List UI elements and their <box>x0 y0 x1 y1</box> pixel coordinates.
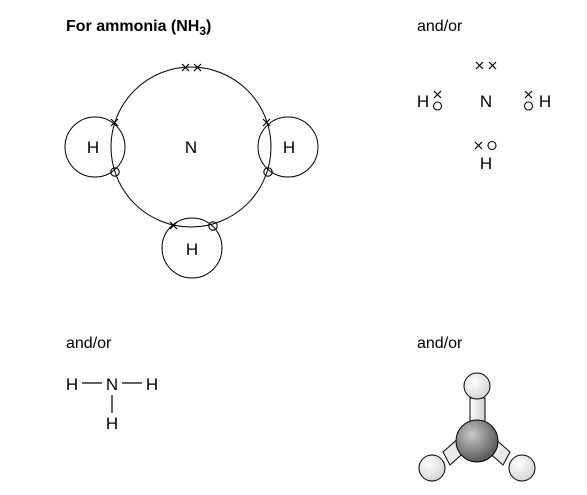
dc-lone-electron-2 <box>488 61 497 70</box>
hydrogen-shell-right <box>257 116 319 178</box>
structural-formula: H N H H <box>66 375 158 433</box>
and-or-label-top-right: and/or <box>417 18 463 35</box>
struct-nitrogen: N <box>106 375 118 394</box>
dc-h-electron-left <box>432 101 443 111</box>
struct-hydrogen-left: H <box>66 375 78 394</box>
hydrogen-ball-top <box>463 372 491 400</box>
bond-electron-left <box>110 118 119 127</box>
hydrogen-electron-right <box>263 167 273 177</box>
dc-h-electron-right <box>523 101 534 111</box>
hydrogen-electron-bottom <box>208 221 218 231</box>
shell-atom-hydrogen-right: H <box>283 138 295 157</box>
shell-atom-nitrogen: N <box>185 138 197 157</box>
dc-electron-bottom <box>474 141 483 150</box>
ball-and-stick-model <box>418 372 536 482</box>
dc-h-electron-bottom <box>487 140 497 151</box>
dot-cross-diagram: N H H H <box>417 61 551 173</box>
nitrogen-shell <box>110 66 272 228</box>
dc-electron-right <box>524 90 533 99</box>
hydrogen-shell-left <box>64 116 126 178</box>
lone-pair-electron-1 <box>181 63 190 72</box>
shell-hydrogen-electrons <box>110 167 273 231</box>
struct-hydrogen-right: H <box>146 375 158 394</box>
hydrogen-electron-left <box>110 167 120 177</box>
shell-diagram <box>64 66 319 279</box>
dc-lone-electron-1 <box>475 61 484 70</box>
bond-electron-right <box>262 118 271 127</box>
dot-cross-hydrogen-left: H <box>417 92 429 111</box>
shell-atom-hydrogen-left: H <box>87 138 99 157</box>
dot-cross-hydrogen-right: H <box>539 92 551 111</box>
shell-nitrogen-electrons <box>110 63 271 230</box>
shell-atom-hydrogen-bottom: H <box>186 240 198 259</box>
page-title: For ammonia (NH3) <box>66 18 211 38</box>
and-or-label-bottom-left: and/or <box>66 335 112 352</box>
hydrogen-ball-right <box>508 454 536 482</box>
lone-pair-electron-2 <box>193 63 202 72</box>
hydrogen-shell-bottom <box>161 217 223 279</box>
dot-cross-nitrogen: N <box>480 92 492 111</box>
hydrogen-ball-left <box>418 454 446 482</box>
and-or-label-bottom-right: and/or <box>417 335 463 352</box>
nitrogen-ball <box>455 419 499 463</box>
bond-electron-bottom <box>169 221 178 230</box>
dot-cross-hydrogen-bottom: H <box>480 154 492 173</box>
struct-hydrogen-bottom: H <box>106 414 118 433</box>
dc-electron-left <box>433 90 442 99</box>
